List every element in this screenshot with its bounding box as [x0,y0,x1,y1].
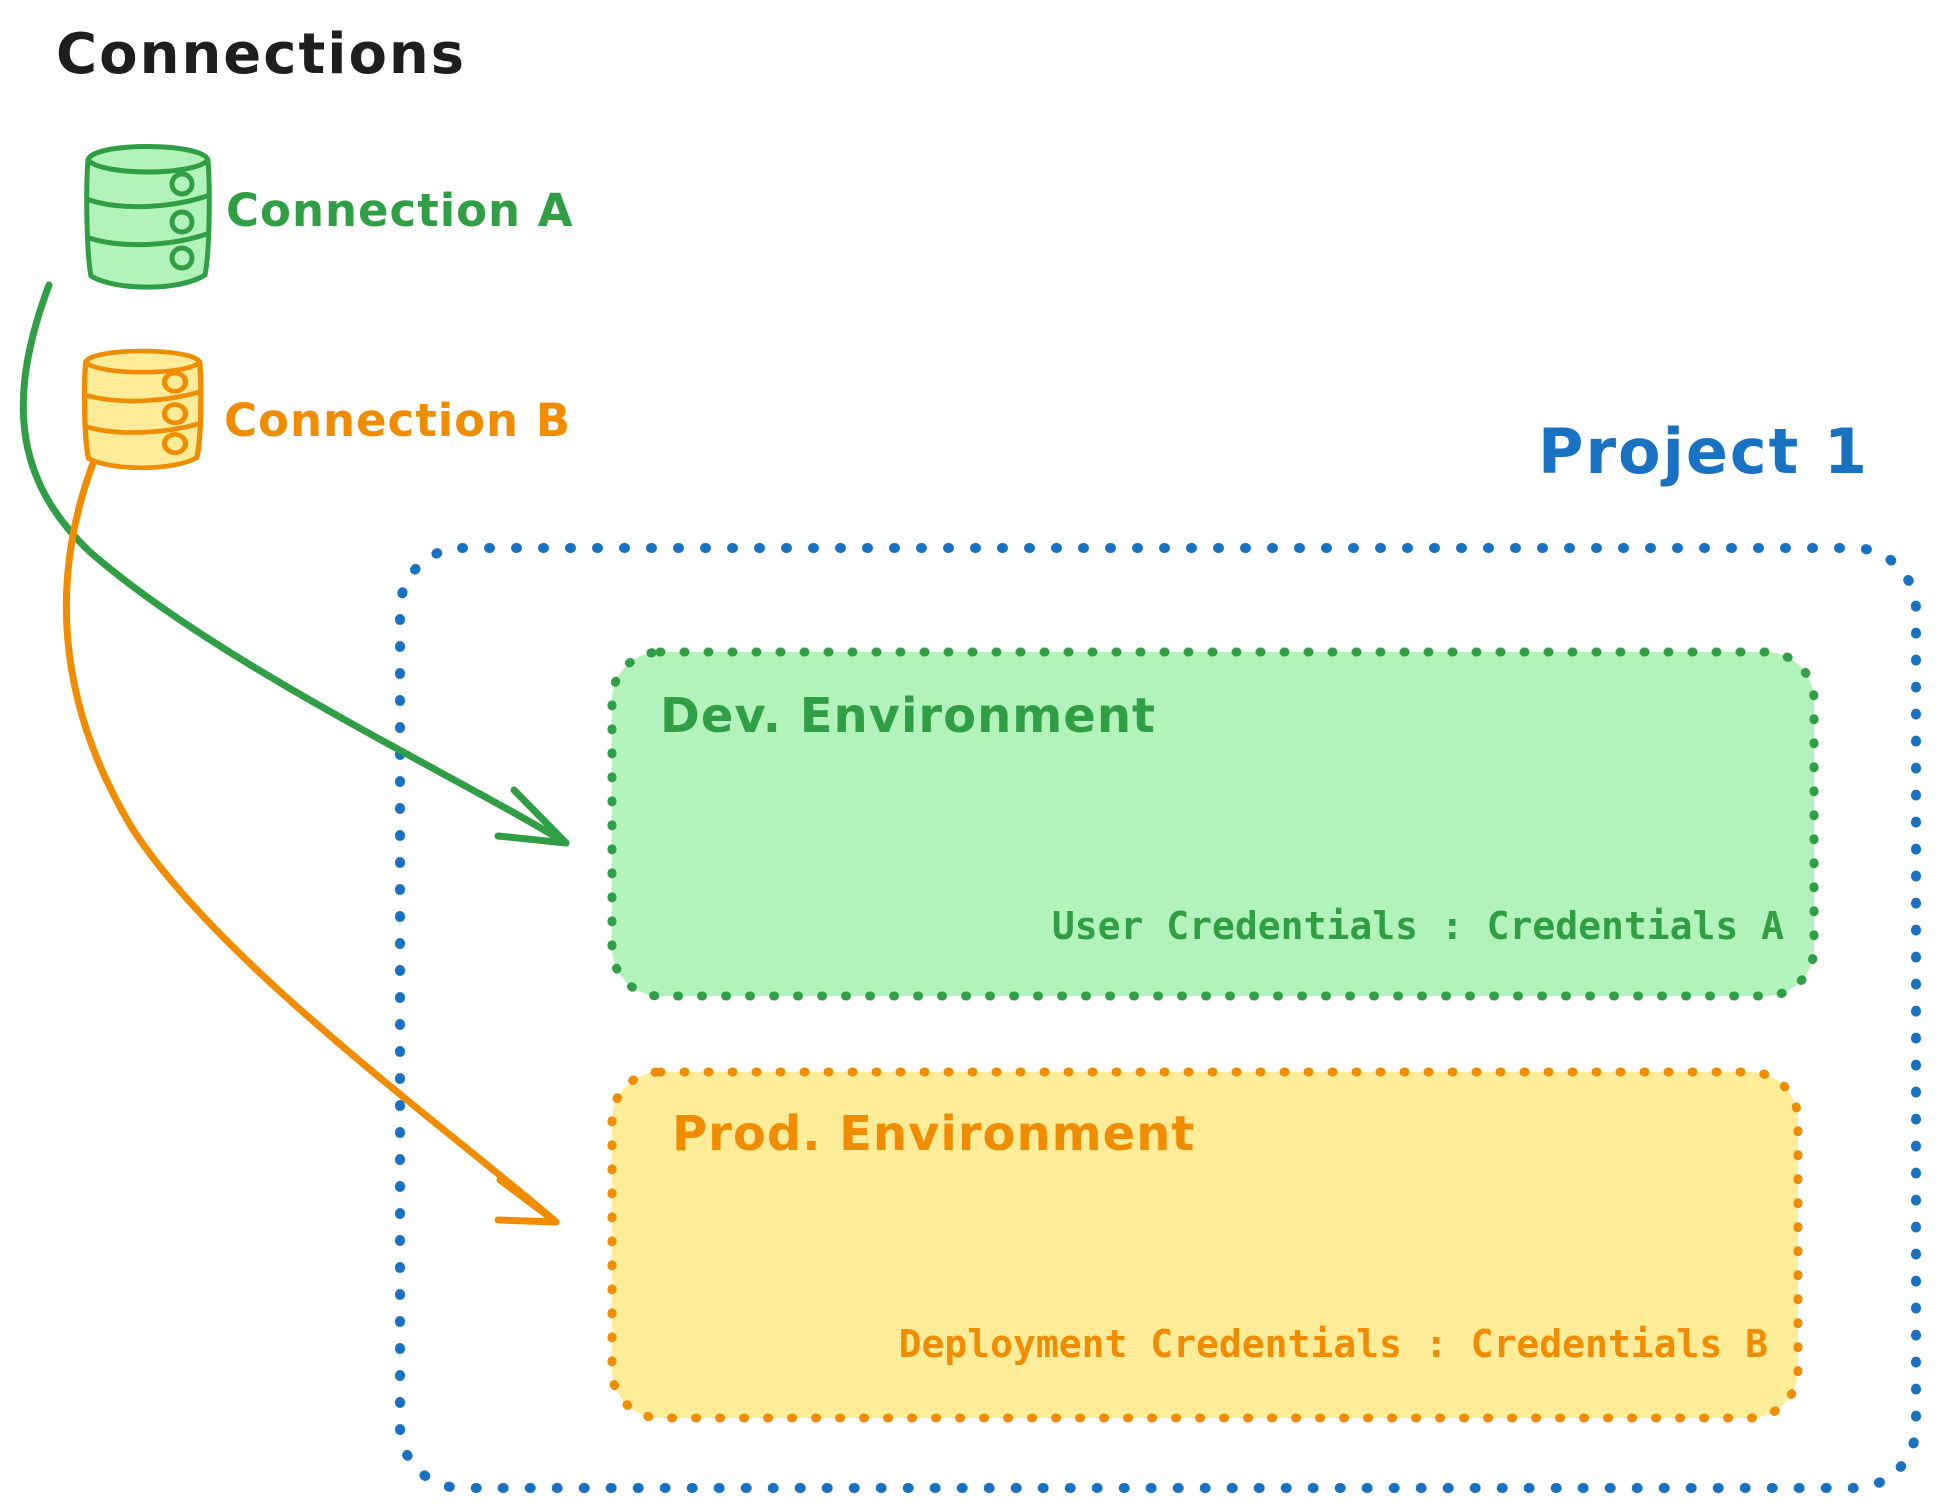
arrow-connection-a-to-dev [19,281,570,847]
dev-environment-title: Dev. Environment [660,688,1156,744]
prod-environment-credentials: Deployment Credentials : Credentials B [898,1322,1768,1366]
project-title: Project 1 [1538,415,1870,488]
connection-b-label: Connection B [224,394,572,447]
arrowhead-green [494,786,570,847]
arrowhead-orange [494,1176,560,1226]
connections-title: Connections [56,22,467,87]
dev-environment-box [607,647,1819,1001]
prod-environment-title: Prod. Environment [672,1106,1196,1162]
dev-environment-credentials: User Credentials : Credentials A [1051,904,1784,948]
connection-a-database-icon [84,144,212,290]
prod-environment-box [607,1067,1803,1423]
connection-b-database-icon [81,348,204,471]
connection-a-label: Connection A [226,184,574,237]
arrow-connection-b-to-prod [62,454,560,1226]
